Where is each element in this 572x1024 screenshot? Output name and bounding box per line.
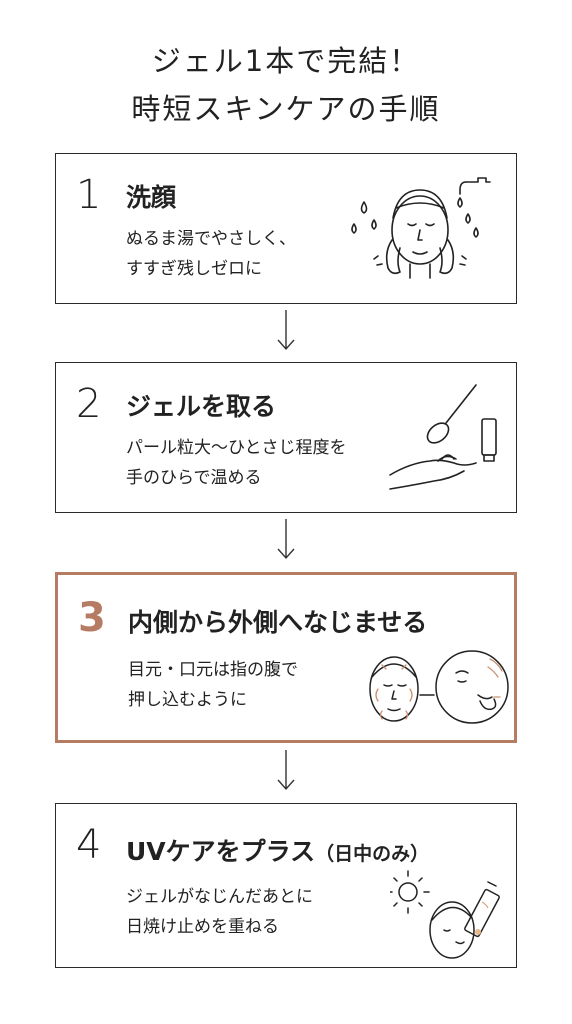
step-desc-4-line1: ジェルがなじんだあとに bbox=[126, 887, 313, 907]
step-number-3: 3 bbox=[78, 595, 106, 641]
step-desc-2-line2: 手のひらで温める bbox=[126, 468, 262, 488]
sun-sunscreen-icon bbox=[390, 870, 500, 959]
page-title-line2: 時短スキンケアの手順 bbox=[131, 92, 441, 126]
step-desc-1-line2: すすぎ残しゼロに bbox=[126, 259, 262, 279]
step-heading-2: ジェルを取る bbox=[126, 392, 277, 421]
step-card-1: 1 洗顔 ぬるま湯でやさしく、 すすぎ残しゼロに bbox=[55, 153, 517, 304]
spoon-gel-hand-icon bbox=[389, 384, 497, 490]
face-washing-icon bbox=[351, 177, 491, 279]
face-massage-icon bbox=[369, 650, 509, 724]
step-desc-4-line2: 日焼け止めを重ねる bbox=[126, 917, 279, 937]
step-heading-3: 内側から外側へなじませる bbox=[128, 608, 428, 637]
step-card-4: 4 UVケアをプラス（日中のみ） ジェルがなじんだあとに 日焼け止めを重ねる bbox=[55, 803, 517, 968]
arrow-down-icon bbox=[277, 310, 295, 351]
step-desc-3-line1: 目元・口元は指の腹で bbox=[128, 660, 298, 680]
step-card-2: 2 ジェルを取る パール粒大〜ひとさじ程度を 手のひらで温める bbox=[55, 362, 517, 513]
step-heading-4-sub: （日中のみ） bbox=[315, 843, 430, 865]
step-heading-4: UVケアをプラス（日中のみ） bbox=[126, 832, 429, 868]
step-number-4: 4 bbox=[76, 822, 102, 868]
step-desc-1-line1: ぬるま湯でやさしく、 bbox=[126, 229, 296, 249]
step-desc-3-line2: 押し込むように bbox=[128, 690, 247, 710]
arrow-down-icon bbox=[277, 519, 295, 560]
step-number-2: 2 bbox=[76, 381, 102, 427]
step-number-1: 1 bbox=[76, 172, 102, 218]
page-title-line1: ジェル1本で完結！ bbox=[151, 44, 421, 78]
step-heading-1: 洗顔 bbox=[126, 183, 177, 212]
step-card-3: 3 内側から外側へなじませる 目元・口元は指の腹で 押し込むように bbox=[55, 572, 517, 743]
arrow-down-icon bbox=[277, 750, 295, 791]
step-desc-2-line1: パール粒大〜ひとさじ程度を bbox=[126, 438, 347, 458]
step-heading-4-main: UVケアをプラス bbox=[126, 837, 316, 866]
